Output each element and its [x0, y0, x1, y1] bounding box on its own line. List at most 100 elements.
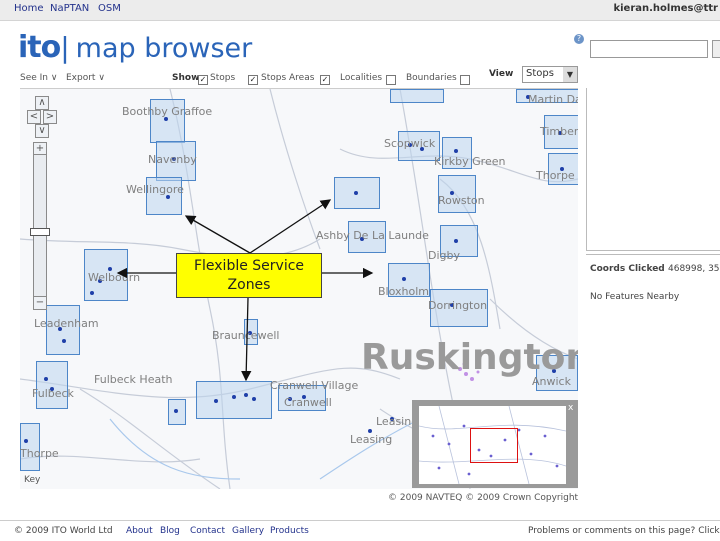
place-label: Thorpe	[20, 447, 59, 460]
bus-stop-marker	[390, 417, 394, 421]
map-canvas[interactable]: Boothby Graffoe Navenby Wellingore Welbo…	[20, 88, 578, 489]
bus-stop-marker	[560, 167, 564, 171]
zone-brauncewell[interactable]	[196, 381, 272, 419]
zone-fulbeck[interactable]	[36, 361, 68, 409]
zone-anwick[interactable]	[536, 355, 578, 391]
map-key-link[interactable]: Key	[24, 475, 41, 485]
place-label: Ashby De La Launde	[316, 229, 429, 242]
place-label: Cranwell	[284, 396, 332, 409]
map-stops	[24, 95, 564, 443]
bus-stop-marker	[44, 377, 48, 381]
bus-stop-marker	[454, 239, 458, 243]
zone-navenby[interactable]	[156, 141, 196, 181]
zone-leadenham[interactable]	[46, 305, 80, 355]
bus-stop-marker	[558, 131, 562, 135]
town-label: Ruskington	[361, 337, 578, 378]
localities-checkbox[interactable]: ✓	[320, 75, 330, 85]
bus-stop-marker	[288, 397, 292, 401]
footer-gallery-link[interactable]: Gallery	[232, 526, 265, 536]
bus-stop-marker	[172, 157, 176, 161]
top-nav-bar: Home NaPTAN OSM kieran.holmes@ttr	[0, 0, 720, 21]
ito-logo-text: ito	[18, 30, 61, 65]
close-icon[interactable]: x	[568, 403, 574, 413]
view-select[interactable]: Stops ▼	[522, 66, 578, 83]
place-label: Kirkby Green	[434, 155, 506, 168]
info-panel-divider	[586, 254, 720, 259]
bus-stop-marker	[174, 409, 178, 413]
footer-products-link[interactable]: Products	[270, 526, 309, 536]
bus-stop-marker	[248, 331, 252, 335]
show-label: Show	[172, 73, 200, 83]
footer-blog-link[interactable]: Blog	[160, 526, 180, 536]
bus-stop-marker	[552, 369, 556, 373]
place-label: Bloxholm	[378, 285, 429, 298]
localities-checkbox-box[interactable]	[386, 75, 396, 85]
map-copyright: © 2009 NAVTEQ © 2009 Crown Copyright	[388, 493, 579, 503]
place-label: Dorrington	[428, 299, 488, 312]
see-in-menu[interactable]: See In ∨	[20, 73, 58, 83]
footer-about-link[interactable]: About	[126, 526, 153, 536]
zone-boothby-graffoe[interactable]	[150, 99, 185, 143]
user-account-link[interactable]: kieran.holmes@ttr	[613, 3, 718, 14]
stops-label: Stops	[210, 73, 236, 83]
place-label: Rowston	[438, 194, 485, 207]
zone-north[interactable]	[390, 89, 444, 103]
bus-stop-marker	[214, 399, 218, 403]
bus-stop-marker	[24, 439, 28, 443]
help-icon[interactable]: ?	[574, 34, 584, 44]
zone-dorrington[interactable]	[430, 289, 488, 327]
place-label: Boothby Graffoe	[122, 105, 213, 118]
footer-contact-link[interactable]: Contact	[190, 526, 226, 536]
nav-naptan-link[interactable]: NaPTAN	[50, 3, 90, 14]
pan-right-button[interactable]: >	[43, 110, 57, 124]
zoom-in-button[interactable]: +	[33, 142, 47, 156]
place-label: Cranwell Village	[270, 379, 359, 392]
boundaries-checkbox[interactable]	[460, 75, 470, 85]
zone-ashby[interactable]	[348, 221, 386, 253]
stops-areas-checkbox[interactable]: ✓	[248, 75, 258, 85]
footer-problems-link[interactable]: Problems or comments on this page? Click…	[528, 526, 720, 536]
place-label: Navenby	[148, 153, 197, 166]
overview-map[interactable]: x	[412, 400, 578, 488]
zone-cranwell[interactable]	[278, 385, 326, 411]
zone-wellingore[interactable]	[146, 177, 182, 215]
pan-up-button[interactable]: ∧	[35, 96, 49, 110]
nav-home-link[interactable]: Home	[14, 3, 44, 14]
localities-label: Localities	[340, 73, 383, 83]
place-label: Leasing	[350, 433, 393, 446]
place-label: Martin Dales	[528, 93, 578, 106]
stops-areas-label: Stops Areas	[261, 73, 315, 83]
place-label: Scopwick	[384, 137, 436, 150]
info-panel: Coords Clicked 468998, 35394 No Features…	[586, 88, 720, 488]
bus-stop-marker	[402, 277, 406, 281]
no-features-text: No Features Nearby	[590, 292, 680, 302]
app-title: map browser	[75, 33, 253, 64]
chevron-down-icon: ∨	[50, 73, 58, 83]
zone-thorpe[interactable]	[20, 423, 40, 471]
bus-stop-marker	[108, 267, 112, 271]
overview-viewport-box[interactable]	[470, 428, 518, 463]
stops-checkbox[interactable]: ✓	[198, 75, 208, 85]
pan-down-button[interactable]: ∨	[35, 124, 49, 138]
zone-rowston[interactable]	[438, 175, 476, 213]
zone-kirkby-green[interactable]	[442, 137, 472, 169]
coords-clicked-value: 468998, 35394	[668, 264, 720, 274]
zoom-slider-handle[interactable]	[30, 228, 50, 236]
overview-map-canvas[interactable]	[419, 406, 566, 484]
zoom-out-button[interactable]: −	[33, 296, 47, 310]
zone-martin-dales[interactable]	[516, 89, 578, 103]
place-label: Thorpe	[536, 169, 575, 182]
zone-scopwick[interactable]	[398, 131, 440, 161]
zone-digby[interactable]	[440, 225, 478, 257]
place-label: Fulbeck Heath	[94, 373, 173, 386]
search-input[interactable]	[590, 40, 708, 58]
place-label: Leadenham	[34, 317, 99, 330]
boundaries-label: Boundaries	[406, 73, 457, 83]
pan-left-button[interactable]: <	[27, 110, 41, 124]
zone-bloxholm[interactable]	[388, 263, 430, 297]
search-button[interactable]	[712, 40, 720, 58]
bus-stop-marker	[450, 303, 454, 307]
export-menu[interactable]: Export ∨	[66, 73, 105, 83]
nav-osm-link[interactable]: OSM	[98, 3, 121, 14]
bus-stop-marker	[58, 327, 62, 331]
